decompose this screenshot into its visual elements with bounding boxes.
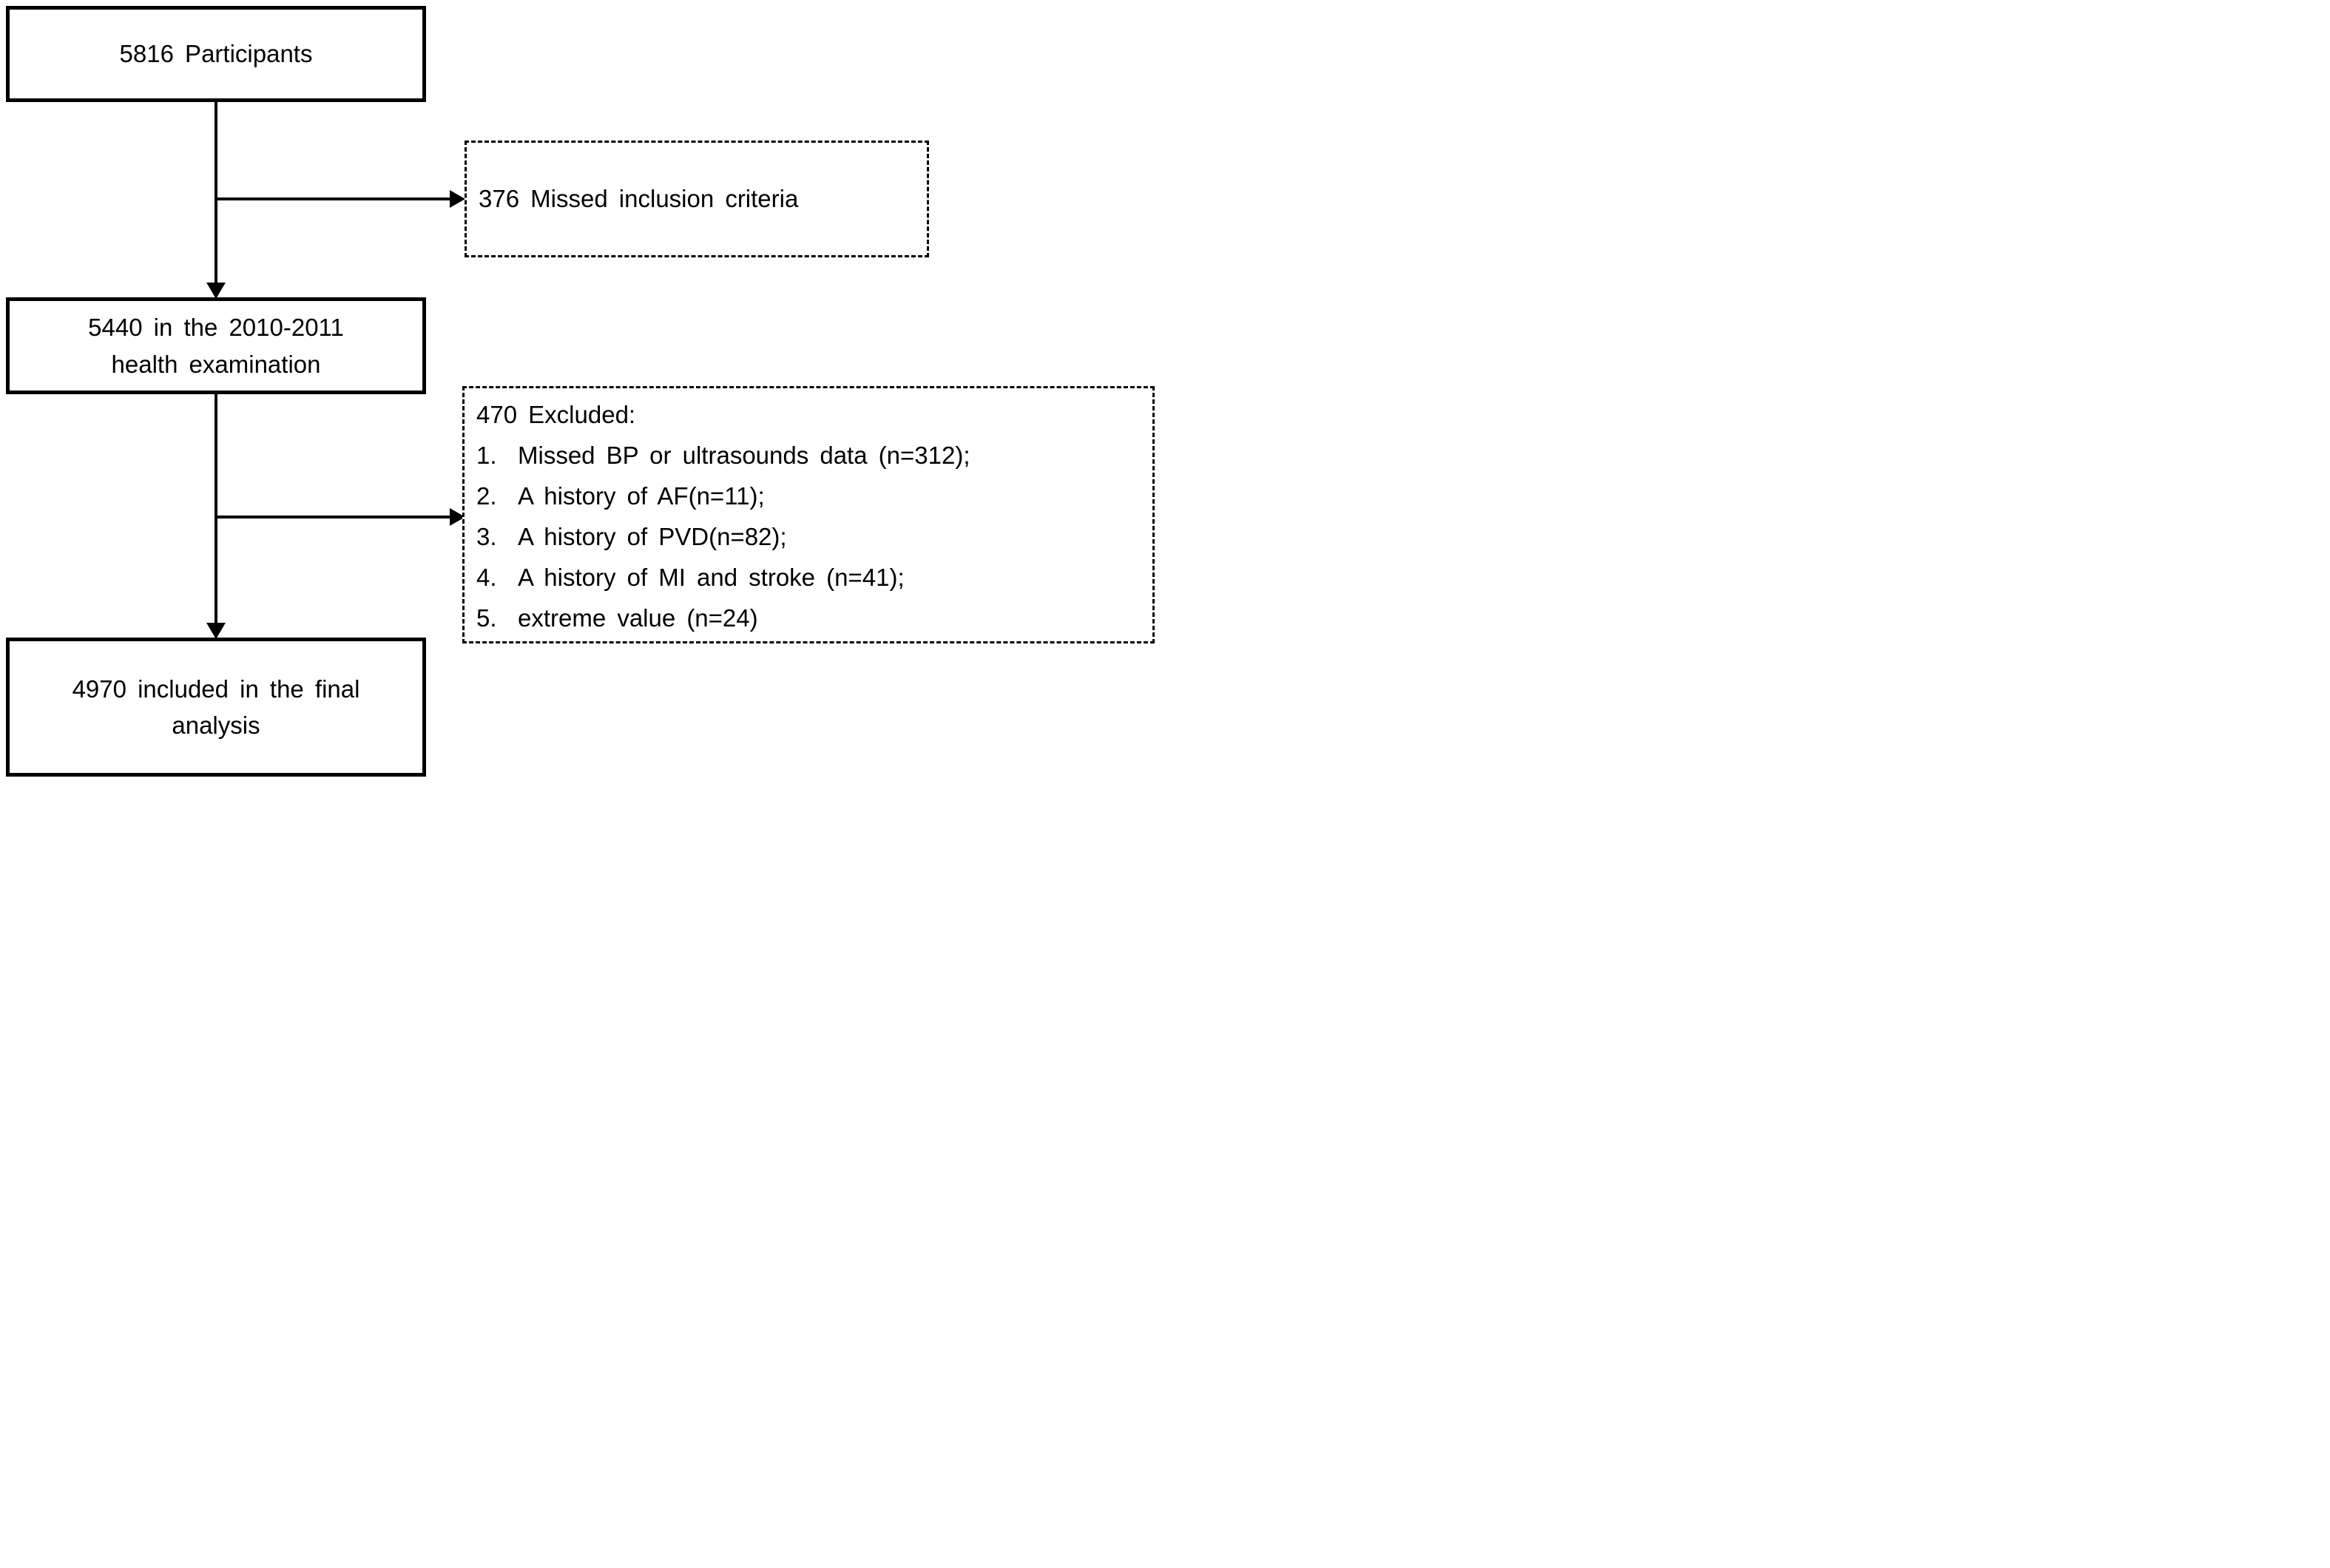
excluded-item-number: 5. [476, 604, 497, 632]
connector-participants-to-exam [215, 101, 217, 287]
arrowhead-right-icon [450, 508, 465, 526]
box-excluded-list: 470 Excluded: 1. Missed BP or ultrasound… [462, 386, 1155, 643]
missed-inclusion-label: 376 Missed inclusion criteria [479, 185, 799, 213]
connector-to-excluded [216, 516, 453, 518]
box-participants-label: 5816 Participants [119, 40, 313, 68]
box-health-examination: 5440 in the 2010-2011 health examination [6, 297, 426, 394]
box-health-examination-label: 5440 in the 2010-2011 health examination [88, 314, 344, 378]
arrowhead-down-icon [206, 623, 226, 639]
excluded-item-number: 3. [476, 523, 497, 550]
participant-flow-diagram: 5816 Participants 376 Missed inclusion c… [0, 0, 1165, 784]
box-participants: 5816 Participants [6, 6, 426, 102]
excluded-item: 5. extreme value (n=24) [476, 598, 1145, 638]
excluded-item: 2. A history of AF(n=11); [476, 476, 1145, 516]
box-final-analysis: 4970 included in the final analysis [6, 638, 426, 777]
excluded-item-number: 1. [476, 442, 497, 469]
excluded-item-text: A history of AF(n=11); [518, 482, 765, 510]
excluded-item: 3. A history of PVD(n=82); [476, 516, 1145, 557]
connector-to-missed-inclusion [216, 197, 453, 200]
excluded-item-text: extreme value (n=24) [518, 604, 758, 632]
excluded-title: 470 Excluded: [476, 401, 636, 428]
excluded-item-text: Missed BP or ultrasounds data (n=312); [518, 442, 970, 469]
arrowhead-down-icon [206, 283, 226, 299]
excluded-item-text: A history of PVD(n=82); [518, 523, 787, 550]
box-final-analysis-label: 4970 included in the final analysis [72, 675, 360, 740]
excluded-item: 1. Missed BP or ultrasounds data (n=312)… [476, 435, 1145, 476]
excluded-item-number: 4. [476, 564, 497, 591]
box-missed-inclusion-criteria: 376 Missed inclusion criteria [465, 141, 929, 257]
connector-exam-to-final [215, 393, 217, 625]
excluded-item-text: A history of MI and stroke (n=41); [518, 564, 905, 591]
excluded-item: 4. A history of MI and stroke (n=41); [476, 557, 1145, 598]
excluded-item-number: 2. [476, 482, 497, 510]
arrowhead-right-icon [450, 190, 465, 208]
